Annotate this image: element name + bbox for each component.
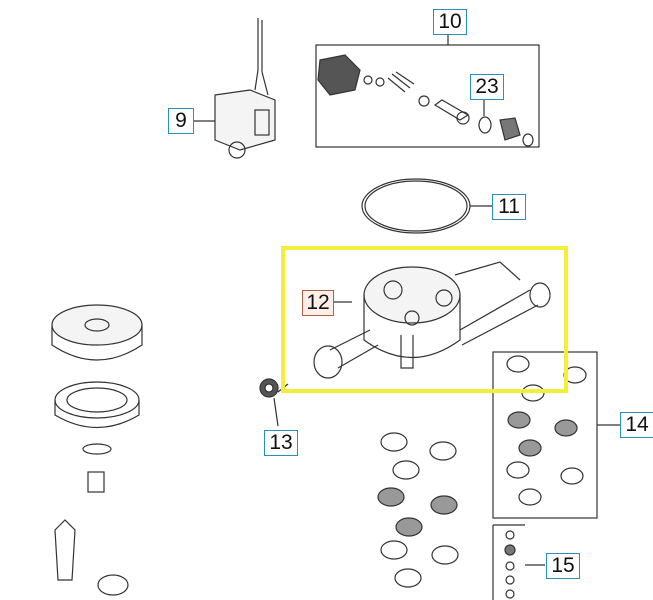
callout-11[interactable]: 11 <box>492 194 526 220</box>
part-10-valve-kit <box>315 35 540 148</box>
part-14-seal-kit <box>492 351 620 519</box>
seal-parts <box>377 432 459 588</box>
part-15-small-parts <box>492 524 545 600</box>
left-parts <box>51 304 143 596</box>
callout-10[interactable]: 10 <box>433 9 467 35</box>
callout-9[interactable]: 9 <box>168 108 194 134</box>
callout-14[interactable]: 14 <box>620 412 653 438</box>
part-11-o-ring <box>361 178 492 234</box>
callout-23[interactable]: 23 <box>470 74 504 100</box>
part-9-switch <box>193 18 276 159</box>
highlight-frame-part-12 <box>281 246 568 393</box>
callout-13[interactable]: 13 <box>264 430 298 456</box>
callout-12[interactable]: 12 <box>302 290 334 316</box>
callout-15[interactable]: 15 <box>546 553 580 579</box>
part-12-pump-head <box>313 261 551 379</box>
